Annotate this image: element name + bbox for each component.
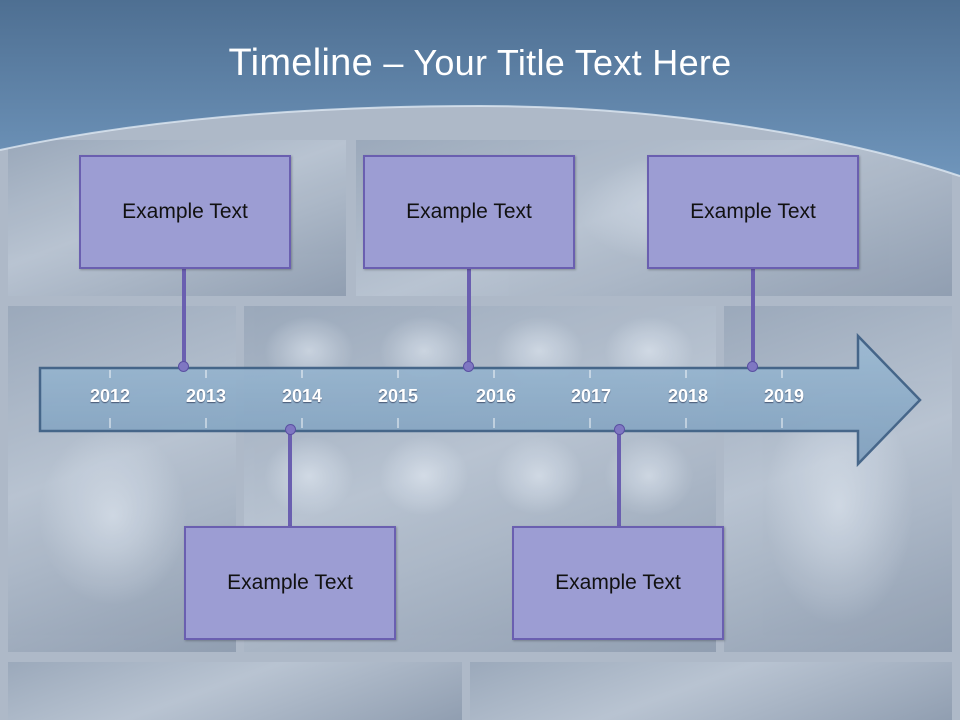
timeline-marker xyxy=(614,424,625,435)
year-label: 2014 xyxy=(281,386,323,406)
callout-box-bottom[interactable]: Example Text xyxy=(512,526,724,640)
header-band xyxy=(0,0,960,177)
callout-connector xyxy=(467,268,471,366)
callout-box-bottom[interactable]: Example Text xyxy=(184,526,396,640)
background-panel xyxy=(724,306,952,652)
title-subtitle: – Your Title Text Here xyxy=(373,42,732,83)
year-label: 2017 xyxy=(570,386,612,406)
callout-connector xyxy=(288,430,292,528)
timeline-marker xyxy=(747,361,758,372)
timeline-marker xyxy=(178,361,189,372)
year-label: 2012 xyxy=(89,386,131,406)
callout-text: Example Text xyxy=(122,200,248,223)
timeline-marker xyxy=(285,424,296,435)
callout-text: Example Text xyxy=(227,571,353,594)
callout-text: Example Text xyxy=(690,200,816,223)
callout-connector xyxy=(617,430,621,528)
year-label: 2019 xyxy=(763,386,805,406)
callout-text: Example Text xyxy=(406,200,532,223)
callout-box-top[interactable]: Example Text xyxy=(363,155,575,269)
background-panel xyxy=(8,662,462,720)
background-panel xyxy=(470,662,952,720)
year-label: 2018 xyxy=(667,386,709,406)
year-label: 2013 xyxy=(185,386,227,406)
callout-box-top[interactable]: Example Text xyxy=(647,155,859,269)
callout-connector xyxy=(751,268,755,366)
callout-box-top[interactable]: Example Text xyxy=(79,155,291,269)
year-label: 2016 xyxy=(475,386,517,406)
callout-text: Example Text xyxy=(555,571,681,594)
callout-connector xyxy=(182,268,186,366)
slide-title: Timeline – Your Title Text Here xyxy=(0,42,960,85)
year-label: 2015 xyxy=(377,386,419,406)
timeline-marker xyxy=(463,361,474,372)
title-main: Timeline xyxy=(228,42,374,84)
